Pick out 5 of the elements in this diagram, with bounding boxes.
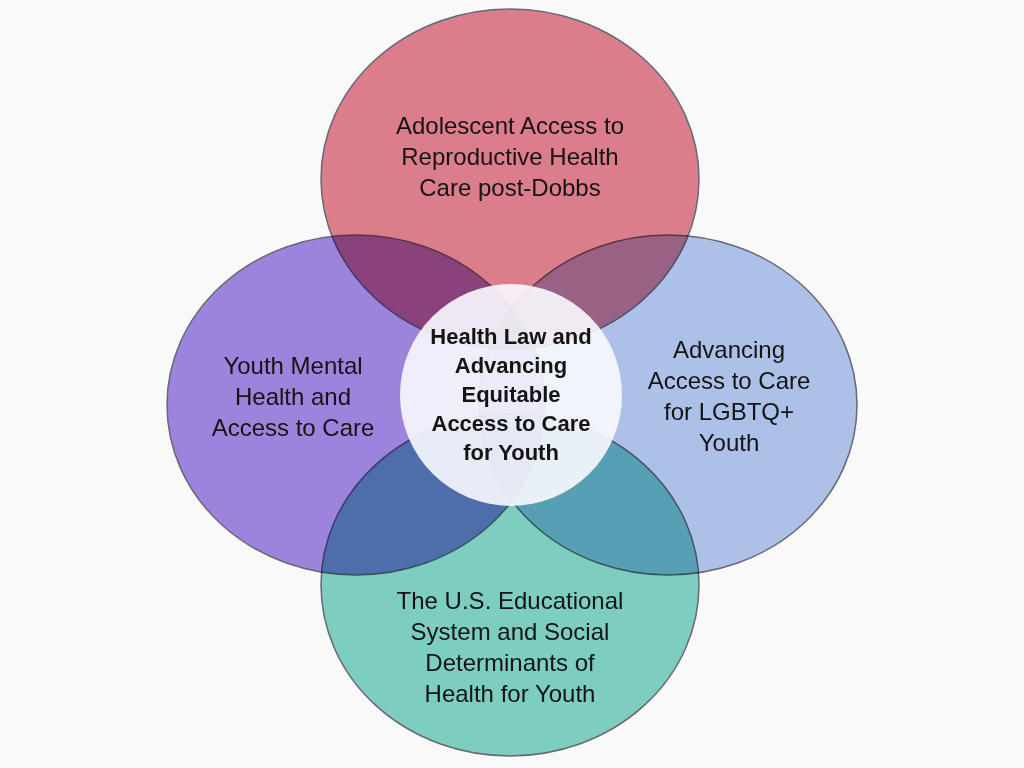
circle-label: Advancing Access to Care for LGBTQ+ Youth xyxy=(646,335,812,458)
circle-label: The U.S. Educational System and Social Determinants of Health for Youth xyxy=(395,586,625,709)
center-label: Health Law and Advancing Equitable Access to Care for Youth xyxy=(429,322,593,467)
circle-label: Adolescent Access to Reproductive Health Care post-Dobbs xyxy=(394,110,626,203)
circle-label: Youth Mental Health and Access to Care xyxy=(210,350,376,443)
